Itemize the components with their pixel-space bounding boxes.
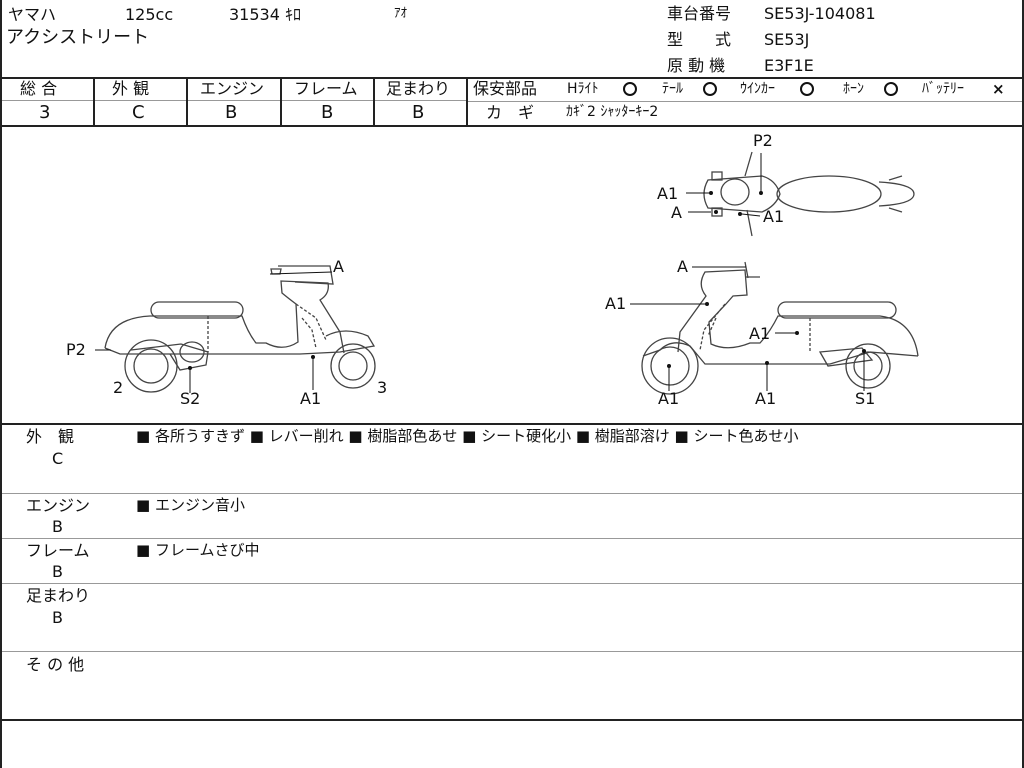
rating-value-suspension: B (412, 102, 425, 123)
headlight-ok-icon (623, 82, 637, 96)
maker: ヤマハ (8, 5, 57, 24)
type-value: SE53J (764, 30, 810, 49)
diagram-label-left-3: 3 (377, 378, 388, 397)
diagram-label-left-s2: S2 (180, 389, 201, 408)
grid-line (1022, 0, 1024, 768)
remark-grade-suspension: B (52, 608, 63, 627)
headlight-label: Hﾗｲﾄ (567, 81, 599, 97)
scooter-right-view (641, 261, 919, 395)
remark-grade-exterior: C (52, 449, 64, 468)
scooter-top-view (703, 151, 915, 237)
diagram-label-left-p2: P2 (66, 340, 86, 359)
horn-label: ﾎｰﾝ (843, 81, 864, 97)
grid-line (280, 77, 282, 126)
diagram-label-top-a: A (671, 203, 682, 222)
remark-grade-frame: B (52, 562, 63, 581)
scooter-left-view (104, 265, 376, 393)
engine-value: E3F1E (764, 56, 814, 75)
grid-line (0, 719, 1024, 721)
diagram-label-right-s1: S1 (855, 389, 876, 408)
rating-header-overall: 総 合 (20, 79, 58, 98)
remark-label-exterior: 外 観 (26, 427, 75, 446)
diagram-label-left-a: A (333, 257, 344, 276)
grid-line (0, 0, 2, 768)
safety-label: 保安部品 (473, 79, 538, 98)
remark-text-engine: ■ エンジン音小 (136, 496, 245, 514)
rating-value-frame: B (321, 102, 334, 123)
grid-line (93, 77, 95, 126)
diagram-label-left-a1: A1 (300, 389, 322, 408)
grid-line (0, 651, 1024, 652)
grid-line (0, 100, 466, 101)
key-value: ｶｷﾞ2 ｼｬｯﾀｰｷｰ2 (566, 104, 659, 120)
diagram-label-top-p2: P2 (753, 131, 773, 150)
grid-line (0, 423, 1024, 425)
diagram-label-right-a1-top: A1 (605, 294, 627, 313)
rating-header-exterior: 外 観 (112, 79, 150, 98)
remark-grade-engine: B (52, 517, 63, 536)
damage-diagram (95, 151, 919, 395)
frame-no: SE53J-104081 (764, 4, 876, 23)
grid-line (0, 77, 1024, 79)
model-name: アクシストリート (6, 27, 150, 48)
displacement: 125cc (125, 5, 174, 24)
diagram-label-left-2: 2 (113, 378, 124, 397)
grid-line (0, 125, 1024, 127)
grid-line (0, 493, 1024, 494)
rating-header-suspension: 足まわり (386, 79, 451, 98)
battery-mark-icon: × (992, 80, 1005, 98)
mileage: 31534 ｷﾛ (229, 5, 301, 24)
rating-header-frame: フレーム (294, 79, 358, 98)
winker-ok-icon (800, 82, 814, 96)
color: ｱｵ (394, 6, 407, 21)
diagram-label-top-a1-right: A1 (763, 207, 785, 226)
rating-header-engine: エンジン (200, 79, 265, 98)
grid-line (0, 583, 1024, 584)
grid-line (466, 101, 1024, 102)
frame-no-label: 車台番号 (667, 4, 732, 23)
remark-label-suspension: 足まわり (26, 586, 91, 605)
diagram-label-right-a1-bottom: A1 (755, 389, 777, 408)
tail-ok-icon (703, 82, 717, 96)
grid-line (186, 77, 188, 126)
diagram-label-top-a1-left: A1 (657, 184, 679, 203)
tail-label: ﾃｰﾙ (662, 81, 683, 97)
grid-line (373, 77, 375, 126)
key-label: カ ギ (486, 103, 535, 122)
engine-label: 原 動 機 (667, 56, 726, 75)
remark-text-frame: ■ フレームさび中 (136, 541, 260, 559)
remark-label-engine: エンジン (26, 496, 91, 515)
rating-value-exterior: C (132, 102, 145, 123)
grid-line (466, 77, 468, 126)
diagram-label-right-a1-mid: A1 (749, 324, 771, 343)
diagram-label-right-a: A (677, 257, 688, 276)
rating-value-engine: B (225, 102, 238, 123)
grid-line (0, 538, 1024, 539)
winker-label: ｳｲﾝｶｰ (740, 81, 775, 97)
battery-label: ﾊﾞｯﾃﾘｰ (922, 81, 964, 97)
rating-value-overall: 3 (39, 102, 51, 123)
type-label: 型 式 (667, 30, 732, 49)
remark-label-frame: フレーム (26, 541, 90, 560)
diagram-label-right-a1-front: A1 (658, 389, 680, 408)
remark-text-exterior: ■ 各所うすきず ■ レバー削れ ■ 樹脂部色あせ ■ シート硬化小 ■ 樹脂部… (136, 427, 799, 445)
remark-label-other: そ の 他 (26, 655, 85, 674)
horn-ok-icon (884, 82, 898, 96)
